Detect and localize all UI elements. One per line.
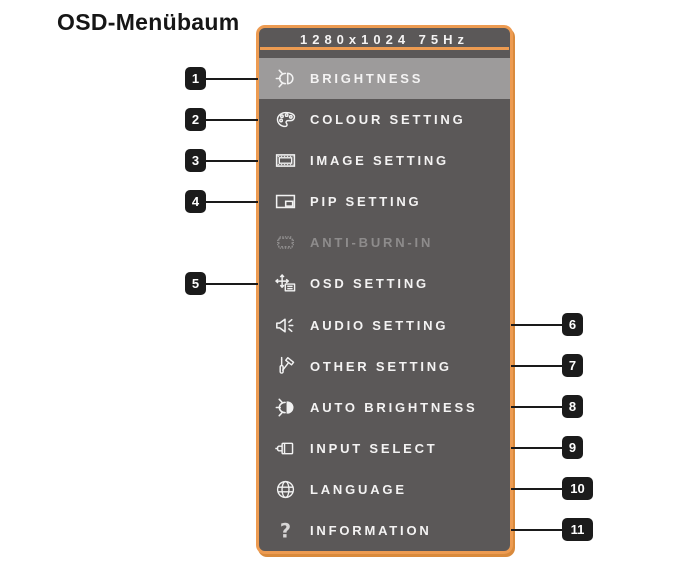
menu-item-label: INFORMATION bbox=[310, 522, 432, 538]
callout-line-6 bbox=[511, 324, 563, 326]
pip-icon bbox=[268, 188, 302, 216]
menu-item-label: OTHER SETTING bbox=[310, 358, 452, 374]
colour-palette-icon bbox=[268, 106, 302, 134]
tools-icon bbox=[268, 352, 302, 380]
callout-number-8: 8 bbox=[562, 395, 583, 418]
menu-item-colour-setting[interactable]: COLOUR SETTING bbox=[259, 99, 510, 140]
menu-item-brightness[interactable]: BRIGHTNESS bbox=[259, 58, 510, 100]
callout-line-2 bbox=[204, 119, 258, 121]
menu-item-label: IMAGE SETTING bbox=[310, 153, 449, 169]
callout-number-3: 3 bbox=[185, 149, 206, 172]
menu-item-language[interactable]: LANGUAGE bbox=[259, 469, 510, 510]
header-divider bbox=[260, 47, 509, 50]
menu-item-input-select[interactable]: INPUT SELECT bbox=[259, 428, 510, 469]
osd-menu-panel: 1280x1024 75Hz BRIGHTNESS COLOUR SETTING I… bbox=[256, 25, 513, 554]
menu-item-other-setting[interactable]: OTHER SETTING bbox=[259, 346, 510, 387]
speaker-icon bbox=[268, 311, 302, 339]
menu-item-image-setting[interactable]: IMAGE SETTING bbox=[259, 140, 510, 181]
svg-text:?: ? bbox=[279, 519, 290, 542]
menu-item-label: ANTI-BURN-IN bbox=[310, 235, 434, 251]
callout-line-7 bbox=[511, 365, 563, 367]
callout-number-9: 9 bbox=[562, 436, 583, 459]
question-mark-icon: ? bbox=[268, 516, 302, 544]
brightness-icon bbox=[268, 65, 302, 93]
osd-menu-list: BRIGHTNESS COLOUR SETTING IMAGE SETTING PIP… bbox=[259, 58, 510, 551]
menu-item-label: OSD SETTING bbox=[310, 276, 429, 292]
callout-number-2: 2 bbox=[185, 108, 206, 131]
input-plug-icon bbox=[268, 434, 302, 462]
callout-line-10 bbox=[511, 488, 563, 490]
filmstrip-icon bbox=[268, 147, 302, 175]
callout-number-4: 4 bbox=[185, 190, 206, 213]
callout-number-7: 7 bbox=[562, 354, 583, 377]
menu-item-pip-setting[interactable]: PIP SETTING bbox=[259, 181, 510, 222]
menu-item-osd-setting[interactable]: OSD SETTING bbox=[259, 263, 510, 304]
menu-item-label: BRIGHTNESS bbox=[310, 71, 424, 87]
auto-brightness-icon bbox=[268, 393, 302, 421]
callout-line-11 bbox=[511, 529, 563, 531]
chip-icon bbox=[268, 229, 302, 257]
menu-item-label: AUTO BRIGHTNESS bbox=[310, 399, 478, 415]
callout-number-10: 10 bbox=[562, 477, 593, 500]
callout-line-3 bbox=[204, 160, 258, 162]
menu-item-label: LANGUAGE bbox=[310, 481, 407, 497]
callout-number-1: 1 bbox=[185, 67, 206, 90]
callout-line-4 bbox=[204, 201, 258, 203]
menu-item-label: COLOUR SETTING bbox=[310, 112, 466, 128]
menu-item-label: INPUT SELECT bbox=[310, 440, 438, 456]
globe-icon bbox=[268, 475, 302, 503]
callout-line-5 bbox=[204, 283, 258, 285]
callout-number-5: 5 bbox=[185, 272, 206, 295]
menu-item-audio-setting[interactable]: AUDIO SETTING bbox=[259, 304, 510, 345]
move-arrows-icon bbox=[268, 270, 302, 298]
resolution-header: 1280x1024 75Hz bbox=[299, 32, 470, 46]
menu-item-anti-burn-in: ANTI-BURN-IN bbox=[259, 222, 510, 263]
callout-number-11: 11 bbox=[562, 518, 593, 541]
callout-line-1 bbox=[204, 78, 258, 80]
menu-item-label: PIP SETTING bbox=[310, 194, 422, 210]
menu-item-information[interactable]: ? INFORMATION bbox=[259, 510, 510, 551]
menu-item-auto-brightness[interactable]: AUTO BRIGHTNESS bbox=[259, 387, 510, 428]
menu-item-label: AUDIO SETTING bbox=[310, 317, 449, 333]
callout-number-6: 6 bbox=[562, 313, 583, 336]
callout-line-9 bbox=[511, 447, 563, 449]
page-title: OSD-Menübaum bbox=[57, 9, 240, 35]
callout-line-8 bbox=[511, 406, 563, 408]
